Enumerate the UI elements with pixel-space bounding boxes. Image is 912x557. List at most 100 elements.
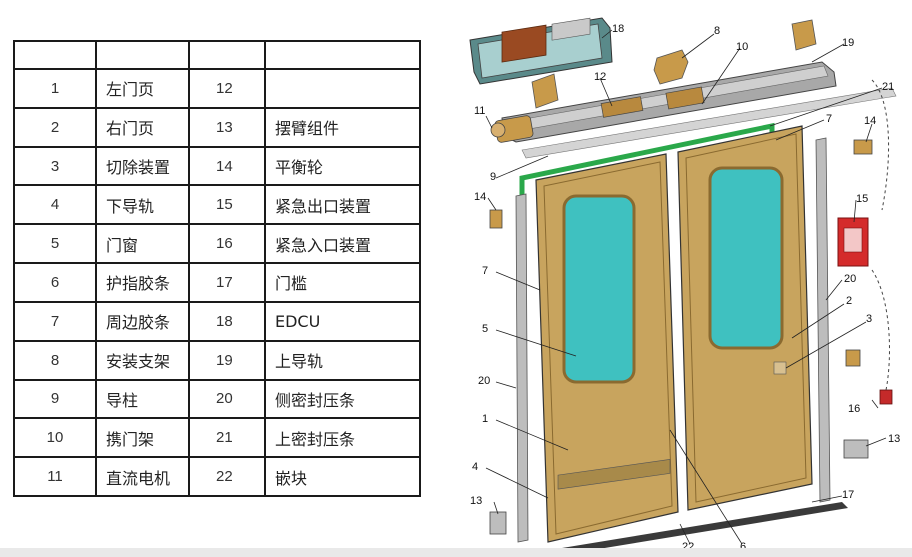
side-seal-strip-left: [515, 193, 529, 543]
part-number-right: 12: [188, 68, 266, 109]
right-door-window: [708, 166, 784, 350]
part-number-right: 16: [188, 223, 266, 265]
callout-13-right: 13: [888, 433, 900, 445]
part-number-left: 6: [13, 262, 97, 303]
part-name-right: 紧急出口装置: [264, 184, 421, 226]
callout-16: 16: [848, 403, 860, 415]
header-cell: [264, 40, 421, 70]
part-number-right: 17: [188, 262, 266, 303]
part-name-left: 门窗: [95, 223, 190, 265]
part-name-right: EDCU: [264, 300, 421, 342]
side-seal-strip-right: [815, 137, 831, 503]
bottom-band: [0, 548, 912, 557]
callout-6: 6: [740, 541, 746, 553]
part-name-left: 周边胶条: [95, 300, 190, 342]
right-door-leaf: [677, 125, 813, 511]
callout-19: 19: [842, 37, 854, 49]
callout-2: 2: [846, 295, 852, 307]
part-number-left: 3: [13, 145, 97, 187]
swing-arm-assembly: [843, 439, 869, 459]
part-name-right: 门槛: [264, 262, 421, 303]
part-name-right: 紧急入口装置: [264, 223, 421, 265]
callout-8: 8: [714, 25, 720, 37]
callout-4: 4: [472, 461, 478, 473]
callout-7-top: 7: [826, 113, 832, 125]
callout-13-left: 13: [470, 495, 482, 507]
door-exploded-diagram: 18 8 10 19 12 21 11 7 14 9 14 15 7 20 2 …: [469, 17, 900, 554]
door-threshold: [562, 502, 848, 554]
balance-wheel: [489, 209, 503, 229]
part-number-left: 1: [13, 68, 97, 109]
callout-3: 3: [866, 313, 872, 325]
part-name-left: 切除装置: [95, 145, 190, 187]
part-name-right: 上导轨: [264, 339, 421, 381]
part-number-right: 19: [188, 339, 266, 381]
mounting-bracket: [531, 19, 817, 109]
callout-14-right: 14: [864, 115, 876, 127]
emergency-entry-device: [879, 389, 893, 405]
part-name-left: 导柱: [95, 378, 190, 420]
part-number-right: 14: [188, 145, 266, 187]
part-name-left: 左门页: [95, 68, 190, 109]
callout-20-right: 20: [844, 273, 856, 285]
callout-17: 17: [842, 489, 854, 501]
part-number-right: 18: [188, 300, 266, 342]
part-number-left: 8: [13, 339, 97, 381]
upper-seal-strip: [519, 122, 775, 200]
header-cell: [95, 40, 190, 70]
part-name-left: 右门页: [95, 106, 190, 148]
part-number-right: 20: [188, 378, 266, 420]
callout-21: 21: [882, 81, 894, 93]
part-number-left: 4: [13, 184, 97, 226]
part-number-right: 21: [188, 417, 266, 459]
part-number-left: 11: [13, 456, 97, 497]
cable-line: [871, 79, 890, 391]
callout-18: 18: [612, 23, 624, 35]
part-name-right: 上密封压条: [264, 417, 421, 459]
part-name-left: 直流电机: [95, 456, 190, 497]
edcu-unit: [469, 17, 613, 85]
callout-1: 1: [482, 413, 488, 425]
callout-20-left: 20: [478, 375, 490, 387]
callout-12: 12: [594, 71, 606, 83]
part-name-right: 侧密封压条: [264, 378, 421, 420]
part-number-right: 22: [188, 456, 266, 497]
part-number-left: 10: [13, 417, 97, 459]
callout-lines: [485, 29, 887, 545]
part-number-left: 7: [13, 300, 97, 342]
callout-15: 15: [856, 193, 868, 205]
callout-numbers: 18 8 10 19 12 21 11 7 14 9 14 15 7 20 2 …: [470, 23, 900, 553]
callout-9: 9: [490, 171, 496, 183]
part-name-right: 摆臂组件: [264, 106, 421, 148]
header-cell: [13, 40, 97, 70]
cutout-device: [845, 349, 861, 367]
part-name-left: 安装支架: [95, 339, 190, 381]
callout-7-left: 7: [482, 265, 488, 277]
table-header-row: [13, 40, 421, 70]
callout-14-left: 14: [474, 191, 486, 203]
part-number-left: 5: [13, 223, 97, 265]
callout-5: 5: [482, 323, 488, 335]
callout-11: 11: [474, 105, 485, 117]
callout-10: 10: [736, 41, 748, 53]
part-name-right: 平衡轮: [264, 145, 421, 187]
part-name-left: 护指胶条: [95, 262, 190, 303]
left-door-window: [562, 194, 636, 384]
part-name-right: [264, 68, 421, 109]
part-number-left: 2: [13, 106, 97, 148]
part-name-left: 携门架: [95, 417, 190, 459]
balance-wheel: [853, 139, 873, 155]
swing-arm-assembly: [489, 511, 507, 535]
part-name-left: 下导轨: [95, 184, 190, 226]
